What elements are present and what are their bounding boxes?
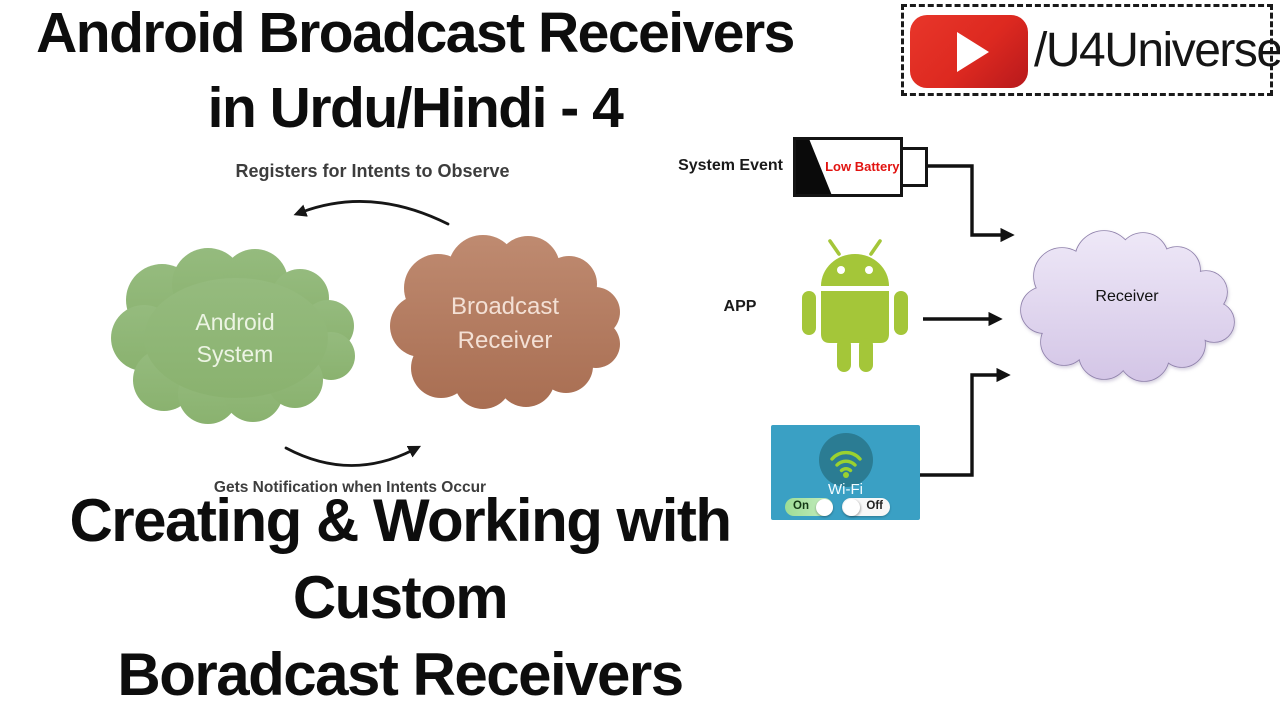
- system-event-label: System Event: [678, 157, 783, 174]
- footer-line-2: Custom: [292, 564, 509, 631]
- receiver-cloud: Receiver: [1016, 226, 1238, 382]
- play-triangle-icon: [957, 31, 989, 72]
- wifi-on-toggle[interactable]: On: [785, 498, 833, 516]
- footer-line-1: Creating & Working with: [69, 487, 732, 554]
- cloud-flow-arrows-icon: [284, 200, 450, 467]
- youtube-play-icon: [910, 15, 1028, 88]
- brown-cloud-icon: [390, 235, 620, 409]
- page-title: Android Broadcast Receivers in Urdu/Hind…: [0, 0, 830, 146]
- app-label: APP: [723, 298, 757, 315]
- wifi-signal-icon: [829, 450, 862, 478]
- android-robot-icon: [802, 239, 908, 372]
- registers-intents-label: Registers for Intents to Observe: [235, 161, 510, 181]
- broadcast-receiver-cloud: Broadcast Receiver: [390, 226, 620, 420]
- green-cloud-icon: [111, 248, 355, 424]
- footer-line-3: Boradcast Receivers: [117, 641, 684, 708]
- channel-handle: /U4Universe: [1034, 23, 1280, 77]
- purple-cloud-icon: [1020, 230, 1235, 382]
- wifi-card: Wi-Fi On Off: [771, 425, 920, 520]
- toggle-knob: [842, 498, 860, 516]
- wifi-off-toggle[interactable]: Off: [842, 498, 890, 516]
- title-line-1: Android Broadcast Receivers: [36, 1, 795, 65]
- low-battery-icon: Low Battery: [793, 137, 903, 197]
- title-line-2: in Urdu/Hindi - 4: [207, 76, 624, 140]
- toggle-knob: [815, 498, 833, 516]
- android-system-cloud: Android System: [110, 240, 360, 430]
- channel-badge[interactable]: /U4Universe: [901, 4, 1280, 96]
- wifi-label: Wi-Fi: [828, 481, 863, 498]
- footer-title: Creating & Working with Custom Boradcast…: [0, 482, 800, 713]
- low-battery-label: Low Battery: [825, 159, 900, 175]
- receiver-connector-arrows-icon: [920, 164, 1015, 477]
- gets-notification-label: Gets Notification when Intents Occur: [213, 479, 487, 496]
- wifi-circle: [818, 433, 873, 487]
